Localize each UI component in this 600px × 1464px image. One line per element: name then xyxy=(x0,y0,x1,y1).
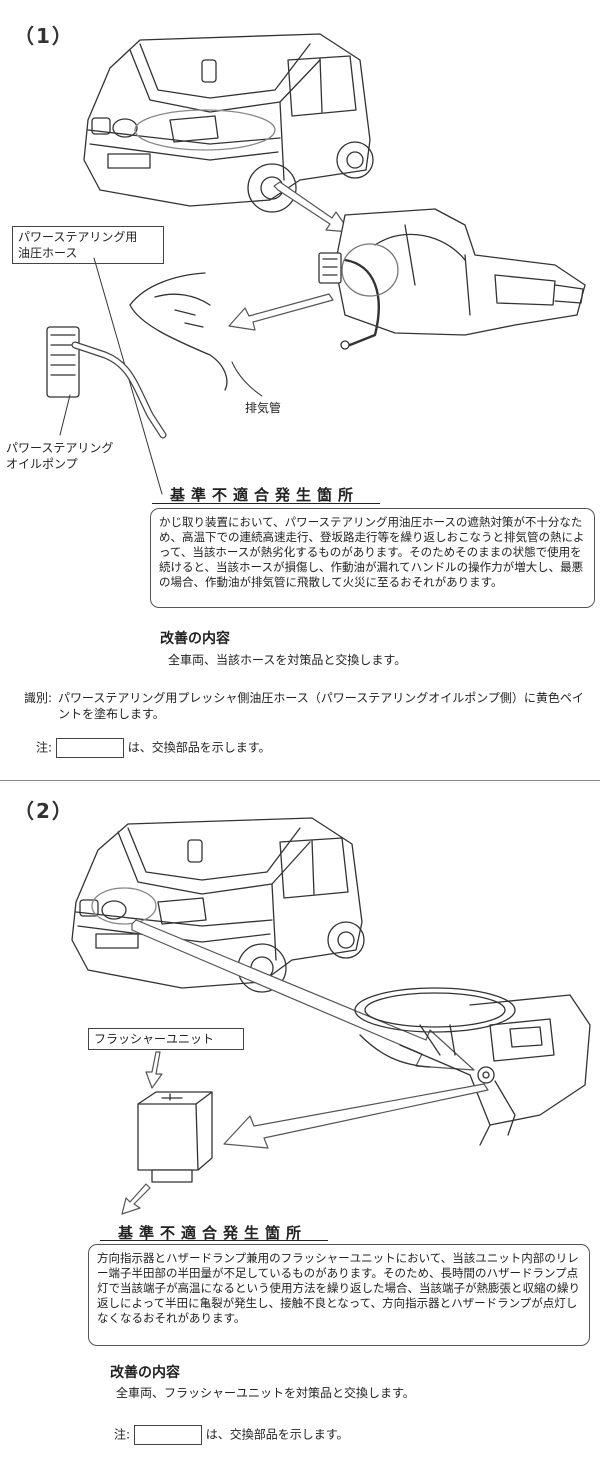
heading-underline-1 xyxy=(152,503,380,504)
flasher-bottom-arrow xyxy=(121,1183,151,1215)
improvement-title-1: 改善の内容 xyxy=(160,631,230,647)
identification-text: パワーステアリング用プレッシャ側油圧ホース（パワーステアリングオイルポンプ側）に… xyxy=(58,691,584,721)
note-text-2: は、交換部品を示します。 xyxy=(205,1427,349,1442)
identification-label: 識別: xyxy=(24,691,53,705)
description-box-1: かじ取り装置において、パワーステアリング用油圧ホースの遮熱対策が不十分なため、高… xyxy=(150,508,595,608)
note-row-2: 注: は、交換部品を示します。 xyxy=(114,1425,349,1445)
flasher-label: フラッシャーユニット xyxy=(88,1028,244,1050)
hose-label: パワーステアリング用 油圧ホース xyxy=(12,226,164,264)
improvement-text-2: 全車両、フラッシャーユニットを対策品と交換します。 xyxy=(116,1386,415,1400)
replacement-part-legend-box-1 xyxy=(55,738,124,758)
section1-number: （1） xyxy=(14,24,74,48)
section-divider xyxy=(0,780,600,781)
improvement-text-1: 全車両、当該ホースを対策品と交換します。 xyxy=(168,653,407,667)
flasher-unit-illustration xyxy=(137,1091,213,1183)
exhaust-pump-illustration xyxy=(46,272,228,439)
replacement-part-legend-box-2 xyxy=(133,1425,202,1445)
note-label-1: 注: xyxy=(36,740,53,755)
nonconformity-heading-2: 基準不適合発生箇所 xyxy=(118,1224,308,1242)
improvement-title-2: 改善の内容 xyxy=(110,1365,180,1381)
pump-leader xyxy=(59,394,71,436)
description-box-2: 方向指示器とハザードランプ兼用のフラッシャーユニットにおいて、当該ユニット内部の… xyxy=(88,1244,590,1346)
note-label-2: 注: xyxy=(114,1427,131,1442)
van-illustration-2 xyxy=(71,817,365,993)
exhaust-label: 排気管 xyxy=(245,401,282,415)
arrow-dashboard-to-flasher xyxy=(223,1083,489,1149)
dashboard-illustration xyxy=(354,987,591,1146)
pump-label: パワーステアリング オイルポンプ xyxy=(6,441,114,471)
van-illustration-1 xyxy=(83,33,374,213)
heading-underline-2 xyxy=(100,1240,328,1241)
exhaust-leader xyxy=(231,361,263,397)
engine-illustration xyxy=(318,208,586,350)
note-row-1: 注: は、交換部品を示します。 xyxy=(36,738,271,758)
flasher-label-arrow xyxy=(145,1051,163,1089)
note-text-1: は、交換部品を示します。 xyxy=(127,740,271,755)
arrow-van-to-dashboard xyxy=(131,919,475,1071)
arrow-engine-to-exhaust xyxy=(228,293,334,331)
nonconformity-heading-1: 基準不適合発生箇所 xyxy=(170,486,360,504)
section2-number: （2） xyxy=(14,799,74,823)
